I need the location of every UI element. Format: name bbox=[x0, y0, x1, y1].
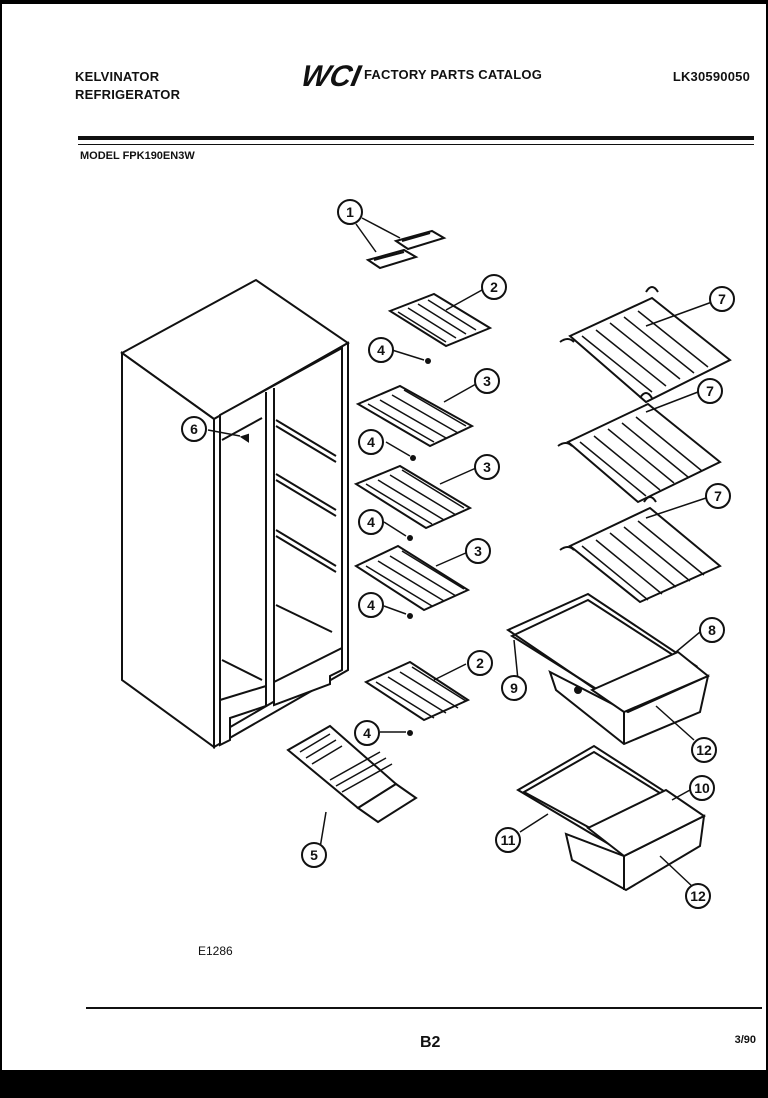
callout-circle bbox=[474, 454, 500, 480]
callout-circle bbox=[481, 274, 507, 300]
callout-number: 3 bbox=[474, 543, 482, 559]
callout-number: 2 bbox=[490, 279, 498, 295]
part-1-brackets bbox=[365, 229, 447, 270]
callout-number: 7 bbox=[706, 383, 714, 399]
brand-name: KELVINATOR bbox=[75, 69, 160, 84]
callout-circle bbox=[358, 429, 384, 455]
callout-number: 2 bbox=[476, 655, 484, 671]
leader-lines bbox=[207, 217, 713, 889]
callout-number: 12 bbox=[696, 742, 712, 758]
callout-circle bbox=[699, 617, 725, 643]
callout-circle bbox=[465, 538, 491, 564]
parts-diagram: WCI bbox=[120, 60, 735, 909]
callout-number: 3 bbox=[483, 373, 491, 389]
wci-logo: WCI bbox=[298, 60, 364, 93]
fresh-food-shelf-7a bbox=[559, 286, 732, 404]
freezer-shelf-3c bbox=[353, 544, 471, 612]
freezer-shelf-2-bottom bbox=[363, 660, 471, 722]
callout-number: 7 bbox=[718, 291, 726, 307]
callout-circle bbox=[358, 509, 384, 535]
callout-number: 3 bbox=[483, 459, 491, 475]
page-number: B2 bbox=[420, 1034, 441, 1051]
callout-circle bbox=[181, 416, 207, 442]
callout-circle bbox=[495, 827, 521, 853]
callout-circle bbox=[358, 592, 384, 618]
header-rule-thick bbox=[78, 136, 754, 140]
callout-number: 4 bbox=[367, 434, 375, 450]
crisper-upper bbox=[505, 592, 710, 746]
callout-circle bbox=[691, 737, 717, 763]
freezer-shelf-3a bbox=[355, 384, 475, 448]
callout-circle bbox=[301, 842, 327, 868]
fresh-food-shelf-7b bbox=[557, 392, 722, 504]
svg-text:WCI: WCI bbox=[298, 60, 364, 93]
callout-circle bbox=[689, 775, 715, 801]
part-5-grille bbox=[286, 724, 418, 824]
callout-number: 1 bbox=[346, 204, 354, 220]
callout-circle bbox=[467, 650, 493, 676]
freezer-shelf-2-top bbox=[387, 292, 493, 348]
brand-block: KELVINATOR REFRIGERATOR bbox=[75, 68, 180, 104]
header-rule-thin bbox=[78, 144, 754, 145]
catalog-page: KELVINATOR REFRIGERATOR WCI bbox=[2, 4, 766, 1070]
fresh-food-shelf-7c bbox=[559, 496, 722, 604]
callout-circle bbox=[368, 337, 394, 363]
diagram-reference: E1286 bbox=[198, 944, 233, 958]
callout-circle bbox=[709, 286, 735, 312]
callout-circle bbox=[501, 675, 527, 701]
footer-rule bbox=[86, 1007, 762, 1009]
callout-number: 8 bbox=[708, 622, 716, 638]
callout-circle bbox=[705, 483, 731, 509]
callout-number: 12 bbox=[690, 888, 706, 904]
callout-number: 4 bbox=[367, 514, 375, 530]
callout-circle bbox=[685, 883, 711, 909]
callout-circle bbox=[697, 378, 723, 404]
callout-number: 4 bbox=[363, 725, 371, 741]
revision-date: 3/90 bbox=[734, 1034, 756, 1046]
part-4-screws bbox=[407, 358, 431, 736]
callout-number: 9 bbox=[510, 680, 518, 696]
product-type: REFRIGERATOR bbox=[75, 87, 181, 102]
callout-number: 4 bbox=[367, 597, 375, 613]
callout-number: 10 bbox=[694, 780, 710, 796]
catalog-title: FACTORY PARTS CATALOG bbox=[364, 67, 543, 82]
crisper-lower bbox=[516, 744, 706, 892]
callout-circle bbox=[474, 368, 500, 394]
catalog-code: LK30590050 bbox=[672, 69, 750, 84]
callout-number: 5 bbox=[310, 847, 318, 863]
freezer-shelf-3b bbox=[353, 464, 473, 530]
refrigerator-cabinet bbox=[120, 278, 350, 749]
callout-number: 6 bbox=[190, 421, 198, 437]
callout-circle bbox=[354, 720, 380, 746]
callout-number: 11 bbox=[501, 832, 516, 848]
callout-number: 7 bbox=[714, 488, 722, 504]
callout-number: 4 bbox=[377, 342, 385, 358]
callout-circle bbox=[337, 199, 363, 225]
model-label: MODEL FPK190EN3W bbox=[80, 150, 195, 162]
